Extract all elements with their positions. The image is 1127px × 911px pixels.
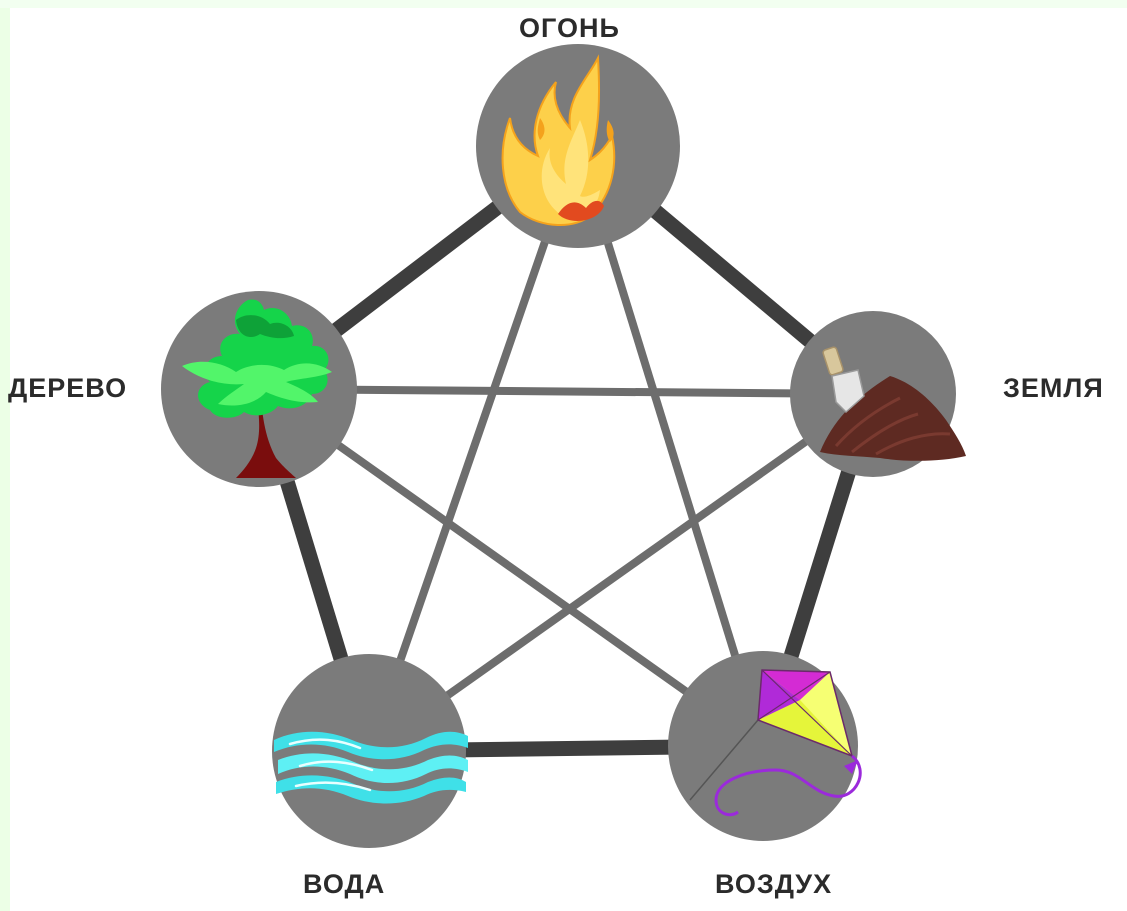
tree-icon: [182, 299, 332, 478]
node-wood: [161, 291, 357, 487]
label-fire: ОГОНЬ: [519, 13, 620, 43]
top-border-strip: [0, 0, 1127, 8]
label-wood: ДЕРЕВО: [8, 373, 128, 403]
label-air: ВОЗДУХ: [715, 869, 833, 899]
inner-edge-wood-earth: [258, 385, 874, 398]
inner-edge-earth-water: [366, 390, 876, 755]
label-earth: ЗЕМЛЯ: [1003, 373, 1104, 403]
kite-icon: [689, 669, 862, 817]
node-fire: [476, 44, 680, 248]
soil-shovel-icon: [820, 346, 966, 461]
flame-icon: [501, 54, 616, 226]
left-border-strip: [0, 0, 10, 911]
inner-star-edges: [256, 144, 876, 755]
node-earth: [790, 311, 966, 477]
inner-edge-fire-air: [574, 144, 767, 748]
node-water: [272, 654, 468, 848]
inner-edge-wood-air: [256, 385, 766, 750]
node-air: [668, 651, 862, 841]
inner-edge-fire-water: [365, 144, 582, 753]
waves-icon: [274, 731, 468, 804]
label-water: ВОДА: [303, 869, 386, 899]
